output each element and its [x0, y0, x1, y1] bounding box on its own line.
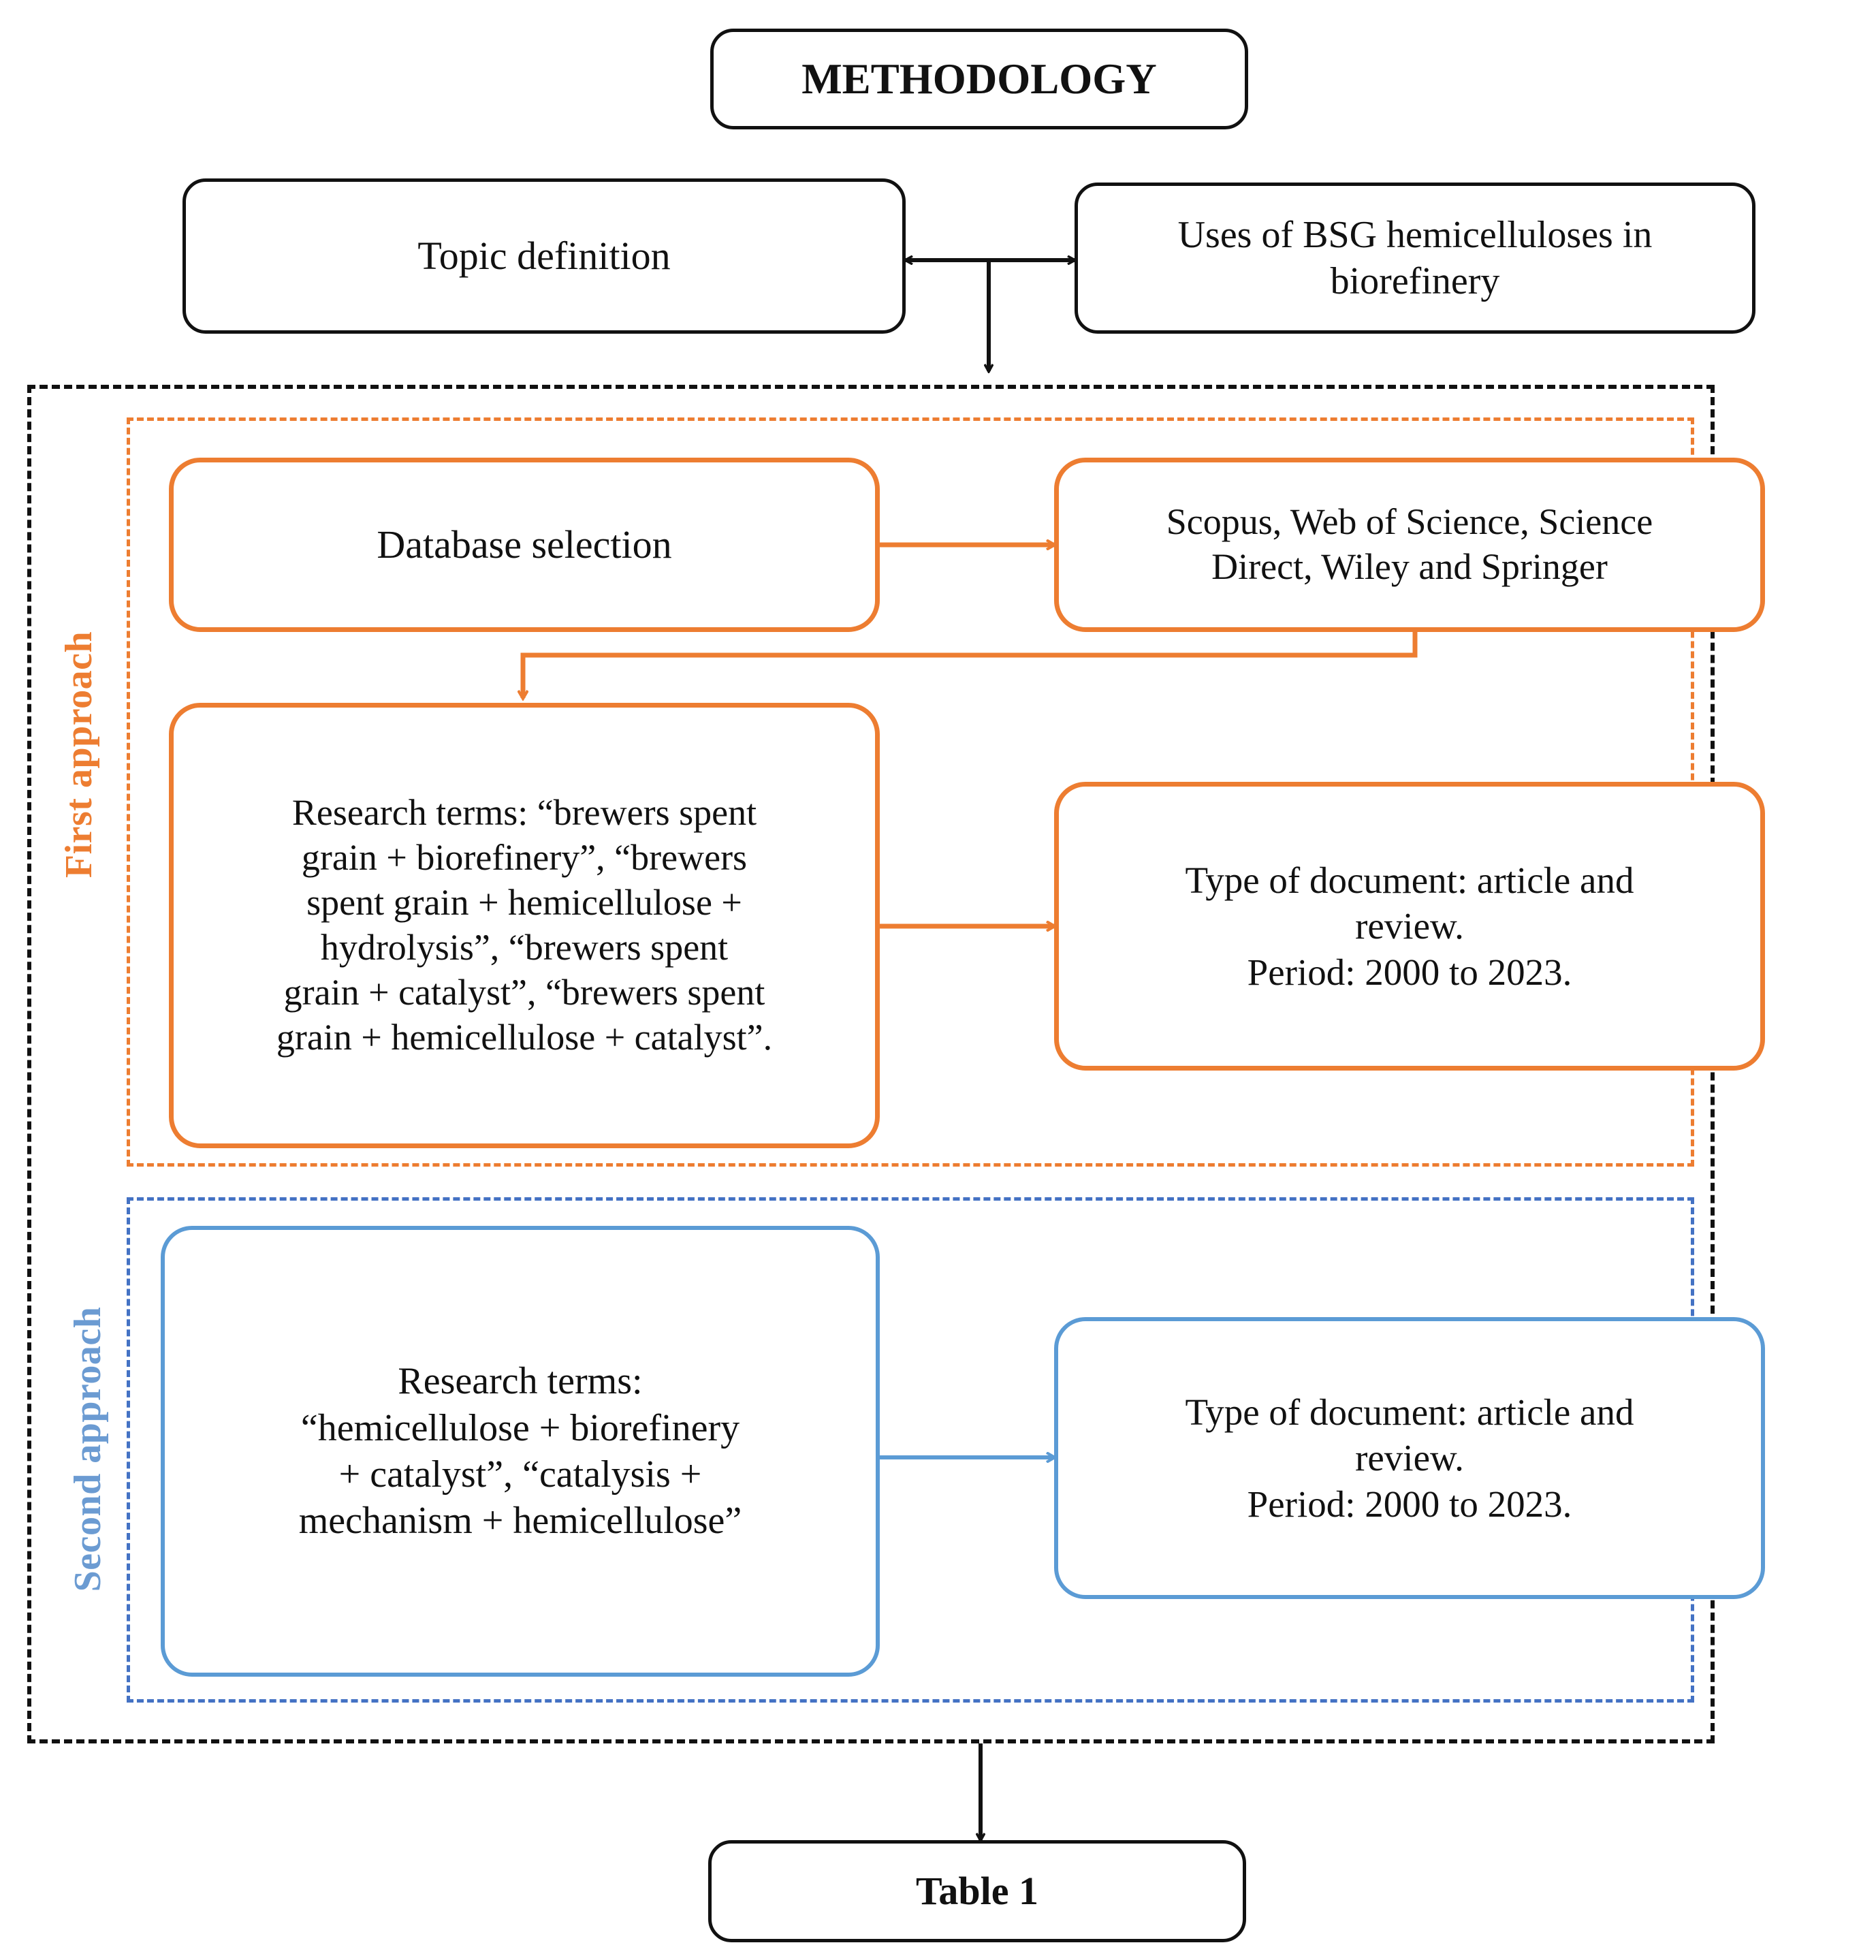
table-1-box: Table 1	[708, 1840, 1246, 1942]
document-type-second-label: Type of document: article and review. Pe…	[1185, 1391, 1634, 1525]
document-type-second-box: Type of document: article and review. Pe…	[1054, 1317, 1765, 1599]
topic-definition-box: Topic definition	[182, 178, 906, 334]
research-terms-first-label: Research terms: “brewers spent grain + b…	[276, 792, 773, 1058]
title-box: METHODOLOGY	[710, 29, 1248, 129]
table-1-label: Table 1	[916, 1868, 1038, 1913]
research-terms-first-box: Research terms: “brewers spent grain + b…	[169, 703, 880, 1148]
research-terms-second-box: Research terms: “hemicellulose + biorefi…	[161, 1226, 880, 1677]
second-approach-side-label: Second approach	[67, 1306, 109, 1592]
database-selection-box: Database selection	[169, 458, 880, 632]
databases-list-label: Scopus, Web of Science, Science Direct, …	[1166, 501, 1653, 587]
title-box-label: METHODOLOGY	[801, 54, 1157, 103]
research-terms-second-label: Research terms: “hemicellulose + biorefi…	[298, 1360, 742, 1543]
first-approach-side-label: First approach	[58, 631, 100, 879]
document-type-first-box: Type of document: article and review. Pe…	[1054, 782, 1765, 1071]
uses-of-bsg-label: Uses of BSG hemicelluloses in biorefiner…	[1177, 213, 1653, 302]
database-selection-label: Database selection	[377, 522, 672, 567]
document-type-first-label: Type of document: article and review. Pe…	[1185, 859, 1634, 993]
topic-definition-label: Topic definition	[417, 233, 671, 278]
databases-list-box: Scopus, Web of Science, Science Direct, …	[1054, 458, 1765, 632]
uses-of-bsg-box: Uses of BSG hemicelluloses in biorefiner…	[1075, 183, 1755, 334]
